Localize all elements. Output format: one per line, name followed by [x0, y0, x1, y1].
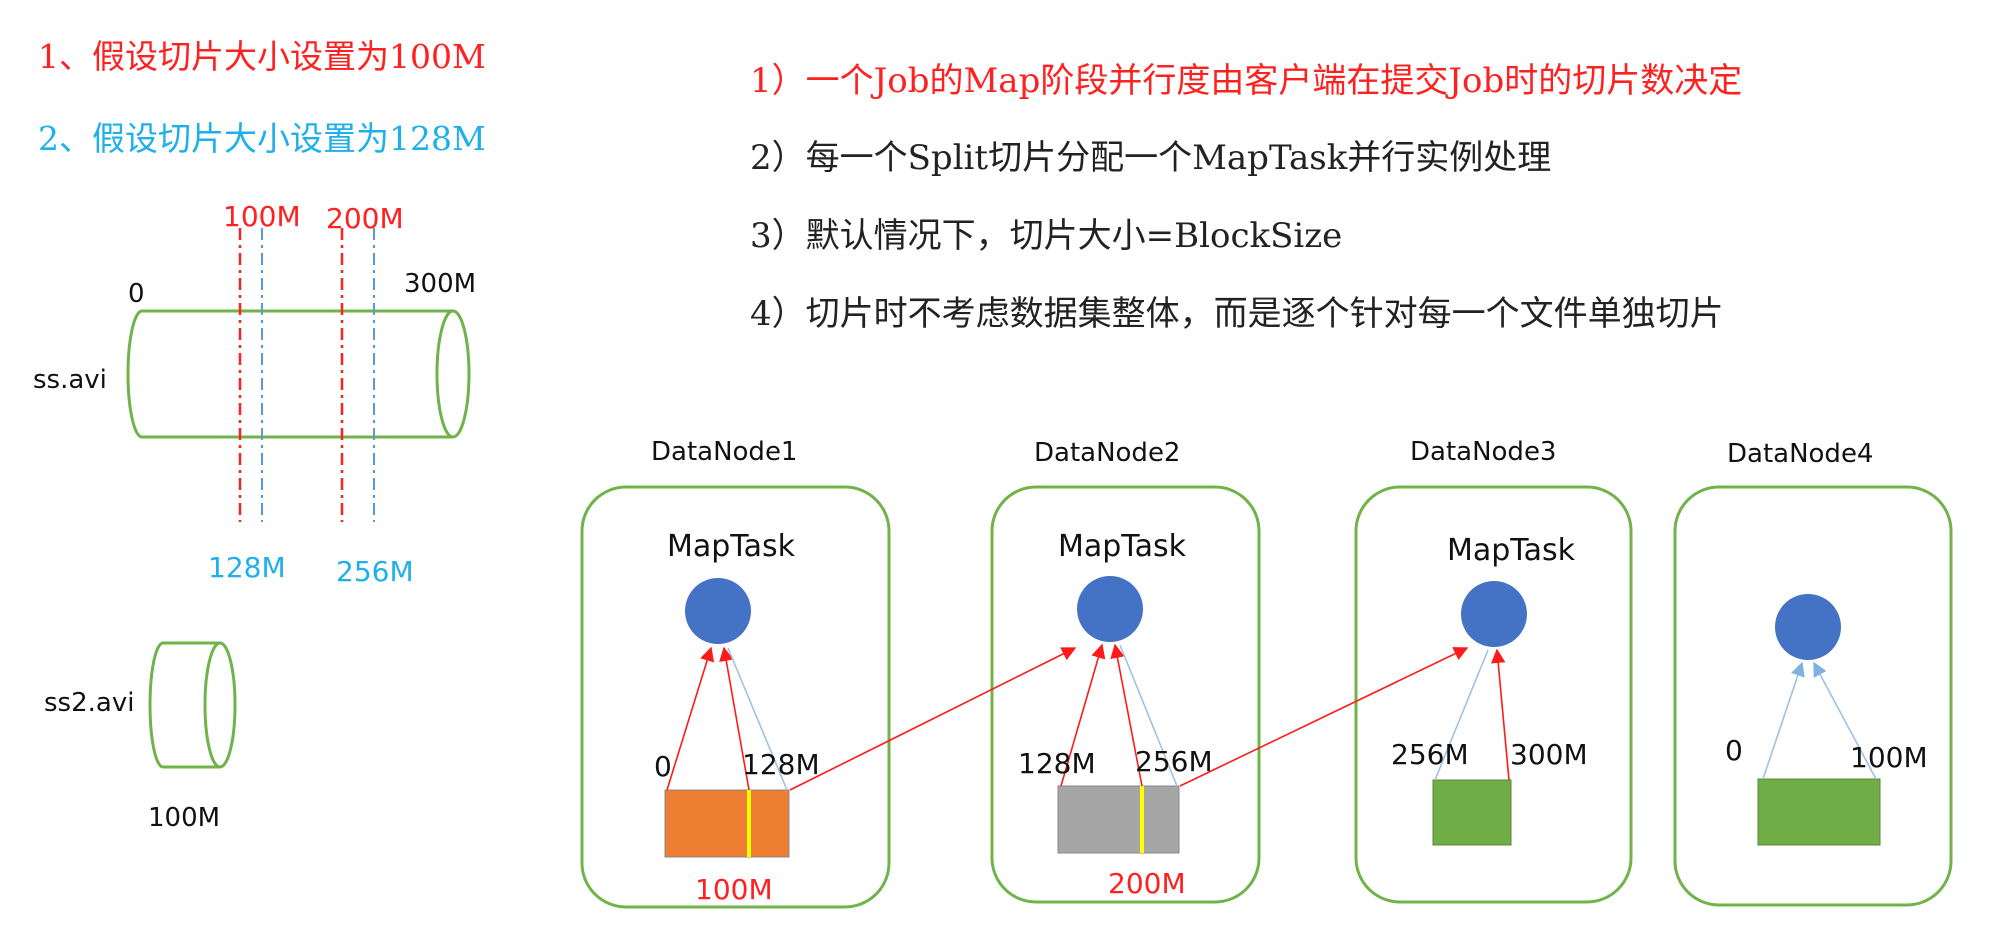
datanode2-bottom-label: 200M [1108, 867, 1186, 900]
datanode3-block [1432, 779, 1512, 846]
datanode1-arrow-red-right [719, 646, 750, 791]
cross-arrow-node1-to-node2 [789, 647, 1077, 791]
file-ss-avi-name: ss.avi [33, 365, 107, 395]
datanode2-title: DataNode2 [1034, 438, 1180, 468]
file-ss2-avi-size: 100M [148, 803, 220, 833]
datanode3-title: DataNode3 [1410, 437, 1556, 467]
datanode3-arrow-red-right [1491, 648, 1510, 781]
cross-arrow-node2-to-node3 [1179, 647, 1469, 787]
datanode2-arrow-red-right [1110, 643, 1143, 787]
file-ss-avi-end: 300M [404, 269, 476, 299]
rule-2: 2）每一个Split切片分配一个MapTask并行实例处理 [750, 138, 1551, 178]
datanode4-arrow-blue-right [1813, 661, 1877, 780]
datanode4-left-label: 0 [1725, 734, 1743, 767]
datanode1-bottom-label: 100M [695, 873, 773, 906]
datanode1-arrow-blue-right [727, 647, 788, 791]
datanode1-box [580, 485, 891, 909]
file-ss2-avi-name: ss2.avi [44, 688, 134, 718]
file-ss-avi-start: 0 [128, 279, 145, 309]
datanode3-right-label: 300M [1510, 738, 1588, 771]
datanode3-arrow-blue-left [1434, 649, 1489, 781]
assumption-1: 1、假设切片大小设置为100M [38, 37, 486, 76]
datanode2-maptask-node [1077, 576, 1143, 642]
mark-256m: 256M [336, 555, 414, 588]
datanode4-block [1757, 778, 1881, 846]
datanode1-maptask-label: MapTask [667, 529, 796, 564]
datanode1-right-label: 128M [742, 748, 820, 781]
mark-100m: 100M [223, 200, 301, 233]
datanode4-right-label: 100M [1850, 741, 1928, 774]
mark-128m: 128M [208, 551, 286, 584]
datanode2-box [990, 485, 1261, 904]
datanode2-arrow-red-left [1060, 643, 1106, 787]
rule-4: 4）切片时不考虑数据集整体，而是逐个针对每一个文件单独切片 [750, 294, 1724, 334]
datanode2-right-label: 256M [1135, 745, 1213, 778]
datanode1-left-label: 0 [654, 750, 672, 783]
file-ss2-avi-cylinder [148, 641, 237, 769]
datanode4-title: DataNode4 [1727, 439, 1873, 469]
datanode2-block [1057, 785, 1180, 854]
rule-3: 3）默认情况下，切片大小=BlockSize [750, 216, 1342, 256]
datanode4-box [1673, 485, 1953, 907]
datanode1-arrow-red-left [666, 646, 715, 791]
datanode1-title: DataNode1 [651, 437, 797, 467]
datanode3-maptask-label: MapTask [1447, 533, 1576, 568]
datanode3-maptask-node [1461, 581, 1527, 647]
datanode1-block [664, 789, 790, 858]
datanode3-box [1354, 485, 1633, 904]
rule-1: 1）一个Job的Map阶段并行度由客户端在提交Job时的切片数决定 [750, 61, 1742, 101]
datanode2-arrow-blue-right [1119, 644, 1178, 787]
mark-200m: 200M [326, 202, 404, 235]
datanode3-left-label: 256M [1391, 738, 1469, 771]
datanode4-arrow-blue-left [1762, 661, 1805, 780]
datanode2-maptask-label: MapTask [1058, 529, 1187, 564]
assumption-2: 2、假设切片大小设置为128M [38, 119, 486, 158]
datanode2-left-label: 128M [1018, 747, 1096, 780]
file-ss-avi-cylinder [126, 309, 471, 439]
datanode1-maptask-node [685, 578, 751, 644]
datanode4-maptask-node [1775, 594, 1841, 660]
